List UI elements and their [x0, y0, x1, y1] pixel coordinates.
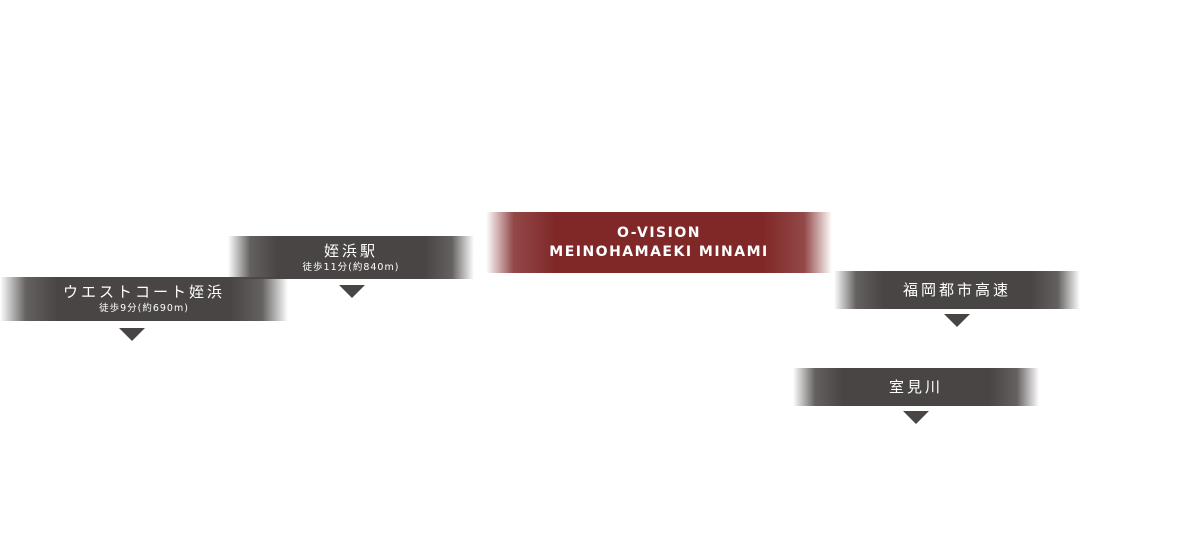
westcourt-name: ウエストコート姪浜: [62, 283, 225, 301]
expressway-arrow-down-icon: [944, 314, 970, 327]
property-name-line2: MEINOHAMAEKI MINAMI: [549, 243, 769, 260]
property-name-line1: O-VISION: [617, 224, 701, 241]
expressway-label: 福岡都市高速: [834, 271, 1080, 309]
expressway-name: 福岡都市高速: [902, 281, 1011, 299]
muromi-name: 室見川: [888, 378, 943, 396]
westcourt-arrow-down-icon: [119, 328, 145, 341]
muromi-label: 室見川: [793, 368, 1039, 406]
station-name: 姪浜駅: [323, 241, 378, 260]
westcourt-walk-time: 徒歩9分(約690m): [99, 303, 189, 314]
station-walk-time: 徒歩11分(約840m): [302, 261, 400, 273]
station-arrow-down-icon: [339, 285, 365, 298]
station-label: 姪浜駅 徒歩11分(約840m): [228, 236, 474, 279]
property-label: O-VISION MEINOHAMAEKI MINAMI: [486, 212, 832, 273]
westcourt-label: ウエストコート姪浜 徒歩9分(約690m): [0, 277, 288, 321]
muromi-arrow-down-icon: [903, 411, 929, 424]
